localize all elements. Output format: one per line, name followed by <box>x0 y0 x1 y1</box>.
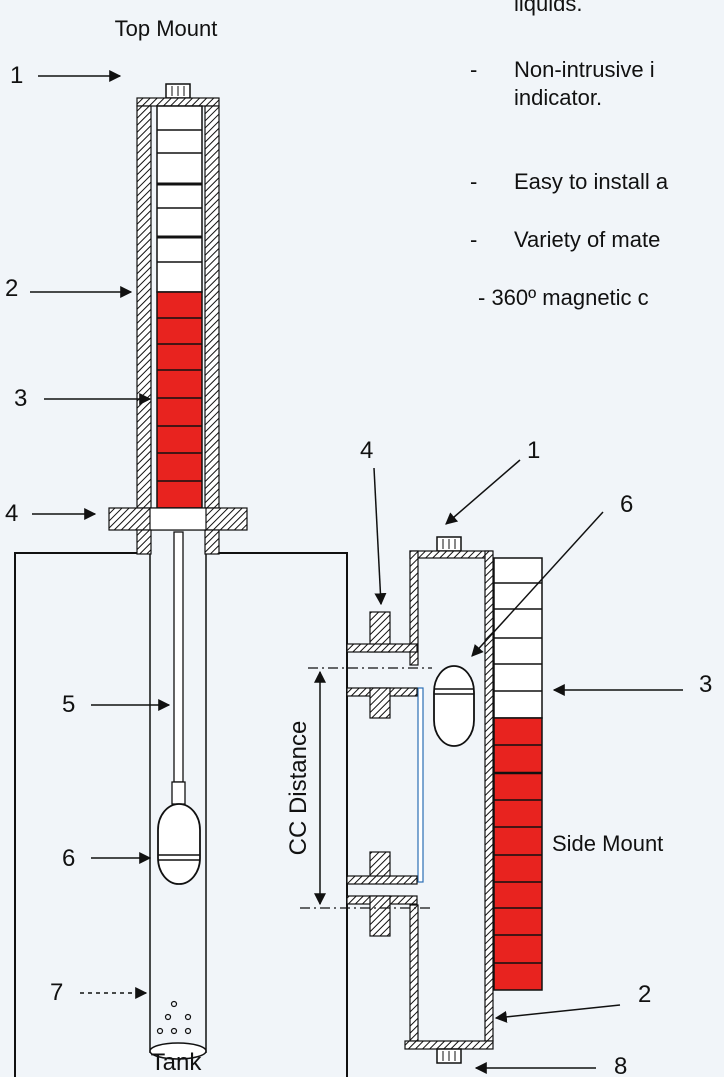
side-mount-title: Side Mount <box>552 831 663 856</box>
feature-item-2-text: Easy to install a <box>514 169 669 194</box>
feature-item-1-text-cont: indicator. <box>514 85 603 110</box>
feature-item-3-text: Variety of mate <box>514 227 661 252</box>
top-float <box>157 803 201 885</box>
indicator-housing-right-wall <box>204 105 220 509</box>
side-chamber-right-wall <box>484 550 494 1042</box>
top-callouts: 1 2 3 4 5 6 7 <box>5 62 171 1006</box>
cc-distance-label: CC Distance <box>285 721 312 856</box>
top-mount-title: Top Mount <box>115 16 218 41</box>
feature-list: liquids. - Non-intrusive i indicator. - Ea… <box>470 0 724 360</box>
indicator-housing-left-wall <box>136 105 152 509</box>
side-callout-4: 4 <box>360 437 373 464</box>
feature-item-2: - Easy to install a <box>470 168 668 196</box>
top-indicator-flaps <box>156 105 203 509</box>
feature-item-4-text: - 360º magnetic c <box>478 285 649 310</box>
feature-item-0: liquids. <box>470 0 582 18</box>
bullet-dash: - <box>470 227 478 252</box>
callout-4: 4 <box>5 500 18 527</box>
tube-bottom-opening <box>149 1042 207 1060</box>
side-callout-1: 1 <box>527 437 540 464</box>
bullet-dash: - <box>470 57 478 82</box>
guide-rod <box>173 531 184 783</box>
upper-process-connection <box>346 611 418 653</box>
callout-2: 2 <box>5 275 18 302</box>
side-callout-8: 8 <box>614 1053 627 1077</box>
middle-process-connection-bottom <box>346 851 418 885</box>
lower-process-connection <box>346 895 418 937</box>
callout-3: 3 <box>14 385 27 412</box>
side-indicator-flaps <box>493 557 543 991</box>
bullet-dash: - <box>470 169 478 194</box>
feature-item-1-text: Non-intrusive i <box>514 57 655 82</box>
tank-label: Tank <box>151 1049 203 1076</box>
middle-process-connection-top <box>346 687 418 719</box>
callout-6: 6 <box>62 845 75 872</box>
feature-item-3: - Variety of mate <box>470 226 660 254</box>
side-bottom-plate <box>404 1040 494 1050</box>
callout-7: 7 <box>50 979 63 1006</box>
top-mount-assembly <box>14 83 348 1077</box>
feature-item-1: - Non-intrusive i indicator. <box>470 56 655 112</box>
callout-5: 5 <box>62 691 75 718</box>
bubbles <box>156 1000 192 1035</box>
feature-item-4: - 360º magnetic c <box>478 284 649 312</box>
side-callouts: 4 1 6 3 2 8 <box>360 437 712 1077</box>
side-float <box>433 665 475 747</box>
cc-distance-dimension <box>300 667 432 909</box>
side-callout-2: 2 <box>638 981 651 1008</box>
side-mount-assembly <box>300 536 543 1064</box>
side-callout-6: 6 <box>620 491 633 518</box>
side-callout-3: 3 <box>699 671 712 698</box>
callout-1: 1 <box>10 62 23 89</box>
feature-item-0-text: liquids. <box>514 0 583 16</box>
